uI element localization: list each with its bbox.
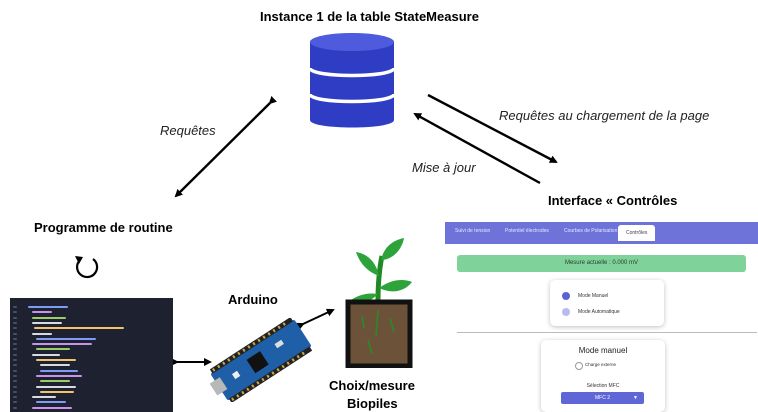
code-line-number — [13, 374, 17, 377]
code-line — [32, 311, 52, 314]
ui-measure-bar: Mesure actuelle : 0.000 mV — [457, 255, 746, 272]
code-line-number — [13, 401, 17, 404]
code-line-number — [13, 385, 17, 388]
ui-mode-manual-label: Mode Manuel — [578, 293, 609, 299]
code-line-number — [13, 337, 17, 340]
code-line — [36, 385, 76, 388]
code-line-number — [13, 316, 17, 319]
code-line — [32, 321, 62, 324]
code-line — [36, 348, 70, 351]
code-line — [32, 396, 56, 399]
ui-radio-auto[interactable] — [562, 308, 570, 316]
code-line-number — [13, 396, 17, 399]
code-line — [32, 332, 52, 335]
arduino-board-image — [209, 318, 313, 402]
code-line-number — [13, 306, 17, 308]
code-line-number — [13, 406, 17, 409]
refresh-icon — [75, 256, 99, 279]
label-requetes: Requêtes — [160, 123, 216, 138]
code-line-number — [13, 332, 17, 335]
code-line-number — [13, 390, 17, 393]
arrow-db-routine — [174, 95, 278, 198]
code-editor-screenshot — [10, 298, 173, 412]
ui-radio-manual[interactable] — [562, 292, 570, 300]
code-line — [36, 374, 82, 377]
code-line — [36, 337, 96, 340]
ui-mode-auto-label: Mode Automatique — [578, 309, 620, 315]
database-icon — [308, 33, 396, 128]
code-line — [40, 364, 70, 367]
choice-label-line2: Biopiles — [347, 396, 398, 411]
ui-tab-controles[interactable]: Contrôles — [618, 225, 656, 241]
ui-tab-potentiel[interactable]: Potentiel électrodes — [505, 228, 549, 234]
code-line-number — [13, 359, 17, 361]
ui-charge-radio[interactable] — [575, 362, 583, 370]
code-line — [32, 343, 92, 346]
code-line-number — [13, 380, 17, 383]
label-mise-a-jour: Mise à jour — [412, 160, 476, 175]
routine-title: Programme de routine — [34, 220, 173, 235]
code-line-number — [13, 369, 17, 372]
code-line — [36, 401, 66, 404]
code-line — [40, 380, 70, 383]
ui-tab-courbes[interactable]: Courbes de Polarisation — [564, 228, 618, 234]
ui-selection-label: Sélection MFC — [586, 383, 620, 389]
ui-tab-suivi[interactable]: Suivi de tension — [455, 228, 491, 234]
interface-title: Interface « Contrôles — [548, 193, 678, 208]
ui-manual-title: Mode manuel — [578, 346, 628, 355]
choice-label-line1: Choix/mesure — [329, 378, 415, 393]
controls-ui-screenshot: Suivi de tension Potentiel électrodes Co… — [445, 222, 758, 412]
code-line-number — [13, 311, 17, 314]
code-line — [28, 306, 68, 308]
arduino-title: Arduino — [228, 292, 278, 307]
code-line — [32, 353, 60, 356]
arrow-db-interface — [427, 93, 558, 164]
ui-mfc-select-value: MFC 2 — [595, 395, 610, 401]
code-line — [34, 327, 124, 330]
biopile-plant-icon — [345, 238, 413, 368]
ui-charge-label: Charge externe — [585, 362, 617, 367]
code-line-number — [13, 364, 17, 367]
code-line-number — [13, 321, 17, 324]
ui-divider — [457, 332, 757, 333]
ui-nav-bar: Suivi de tension Potentiel électrodes Co… — [445, 222, 758, 244]
code-line-number — [13, 353, 17, 356]
code-line-number — [13, 348, 17, 351]
code-line — [36, 359, 76, 361]
code-line-number — [13, 343, 17, 346]
code-line-number — [13, 327, 17, 330]
label-requetes-chargement: Requêtes au chargement de la page — [499, 108, 710, 123]
code-line — [40, 390, 74, 393]
code-line — [40, 369, 78, 372]
ui-mfc-select[interactable]: MFC 2 ▼ — [561, 392, 644, 404]
instance-title: Instance 1 de la table StateMeasure — [260, 9, 479, 24]
code-line — [32, 406, 72, 409]
chevron-down-icon: ▼ — [633, 395, 638, 401]
ui-mode-card: Mode Manuel Mode Automatique — [550, 280, 664, 326]
code-line — [32, 316, 66, 319]
